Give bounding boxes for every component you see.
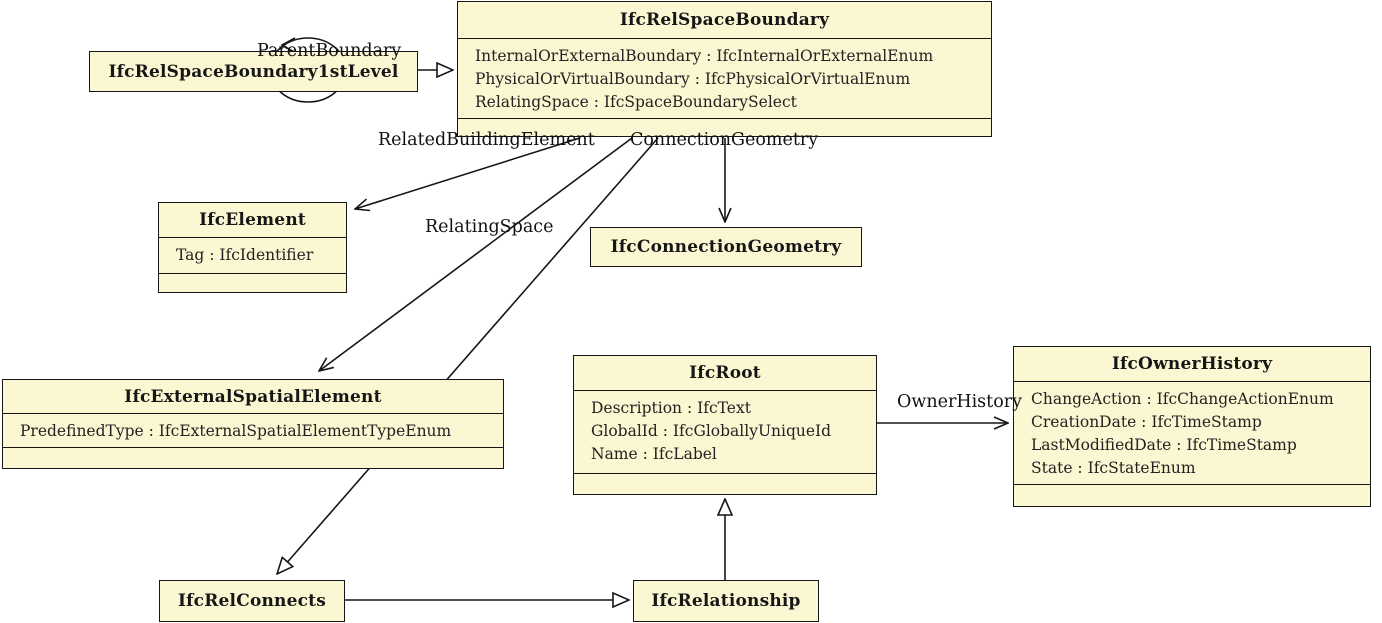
class-empty-compartment — [3, 447, 503, 468]
edge-association-relatingspace — [319, 137, 633, 371]
class-attributes: InternalOrExternalBoundary : IfcInternal… — [458, 38, 991, 118]
attribute: PredefinedType : IfcExternalSpatialEleme… — [20, 422, 452, 440]
class-attributes: ChangeAction : IfcChangeActionEnum Creat… — [1014, 381, 1370, 484]
attribute: ChangeAction : IfcChangeActionEnum — [1031, 390, 1334, 408]
class-title: IfcRelSpaceBoundary — [619, 10, 830, 30]
attribute: InternalOrExternalBoundary : IfcInternal… — [475, 47, 934, 65]
attribute: CreationDate : IfcTimeStamp — [1031, 413, 1262, 431]
class-title: IfcExternalSpatialElement — [124, 386, 382, 407]
attribute: State : IfcStateEnum — [1031, 459, 1196, 477]
class-ifcownerhistory[interactable]: IfcOwnerHistory ChangeAction : IfcChange… — [1013, 346, 1371, 507]
edge-label-connectiongeometry: ConnectionGeometry — [630, 130, 819, 150]
attribute: PhysicalOrVirtualBoundary : IfcPhysicalO… — [475, 70, 911, 88]
attribute: GlobalId : IfcGloballyUniqueId — [591, 422, 832, 440]
class-ifcelement[interactable]: IfcElement Tag : IfcIdentifier — [158, 202, 347, 293]
class-empty-compartment — [574, 473, 876, 494]
class-empty-compartment — [1014, 484, 1370, 506]
class-title: IfcOwnerHistory — [1111, 354, 1273, 374]
class-title: IfcRoot — [689, 363, 761, 383]
edge-generalization-relspaceboundary-to-relconnects — [277, 137, 659, 574]
class-attributes: Description : IfcText GlobalId : IfcGlob… — [574, 390, 876, 473]
class-ifcrelspaceboundary1stlevel[interactable]: IfcRelSpaceBoundary1stLevel — [89, 51, 418, 92]
class-ifcrelconnects[interactable]: IfcRelConnects — [159, 580, 345, 622]
attribute: RelatingSpace : IfcSpaceBoundarySelect — [475, 93, 797, 111]
class-attributes: Tag : IfcIdentifier — [159, 237, 346, 273]
edge-label-relatedbuildingelement: RelatedBuildingElement — [378, 130, 595, 150]
edge-label-relatingspace: RelatingSpace — [425, 217, 554, 237]
class-ifcexternalspatialelement[interactable]: IfcExternalSpatialElement PredefinedType… — [2, 379, 504, 469]
attribute: Name : IfcLabel — [591, 445, 717, 463]
class-ifcrelspaceboundary[interactable]: IfcRelSpaceBoundary InternalOrExternalBo… — [457, 1, 992, 137]
class-title: IfcConnectionGeometry — [610, 237, 842, 257]
attribute: Tag : IfcIdentifier — [176, 246, 314, 264]
class-title: IfcRelConnects — [178, 591, 326, 611]
class-ifcrelationship[interactable]: IfcRelationship — [633, 580, 819, 622]
class-title: IfcElement — [199, 210, 306, 230]
edge-label-ownerhistory: OwnerHistory — [897, 392, 1022, 412]
class-ifcroot[interactable]: IfcRoot Description : IfcText GlobalId :… — [573, 355, 877, 495]
class-empty-compartment — [458, 118, 991, 136]
class-title: IfcRelationship — [651, 591, 801, 611]
class-attributes: PredefinedType : IfcExternalSpatialEleme… — [3, 413, 503, 447]
class-ifcconnectiongeometry[interactable]: IfcConnectionGeometry — [590, 227, 862, 267]
edge-label-parentboundary: ParentBoundary — [257, 41, 402, 61]
attribute: Description : IfcText — [591, 399, 751, 417]
class-title: IfcRelSpaceBoundary1stLevel — [108, 61, 399, 82]
class-empty-compartment — [159, 273, 346, 292]
loop-arrowhead — [280, 37, 296, 53]
attribute: LastModifiedDate : IfcTimeStamp — [1031, 436, 1297, 454]
edge-association-relatedbuildingelement — [355, 137, 581, 209]
